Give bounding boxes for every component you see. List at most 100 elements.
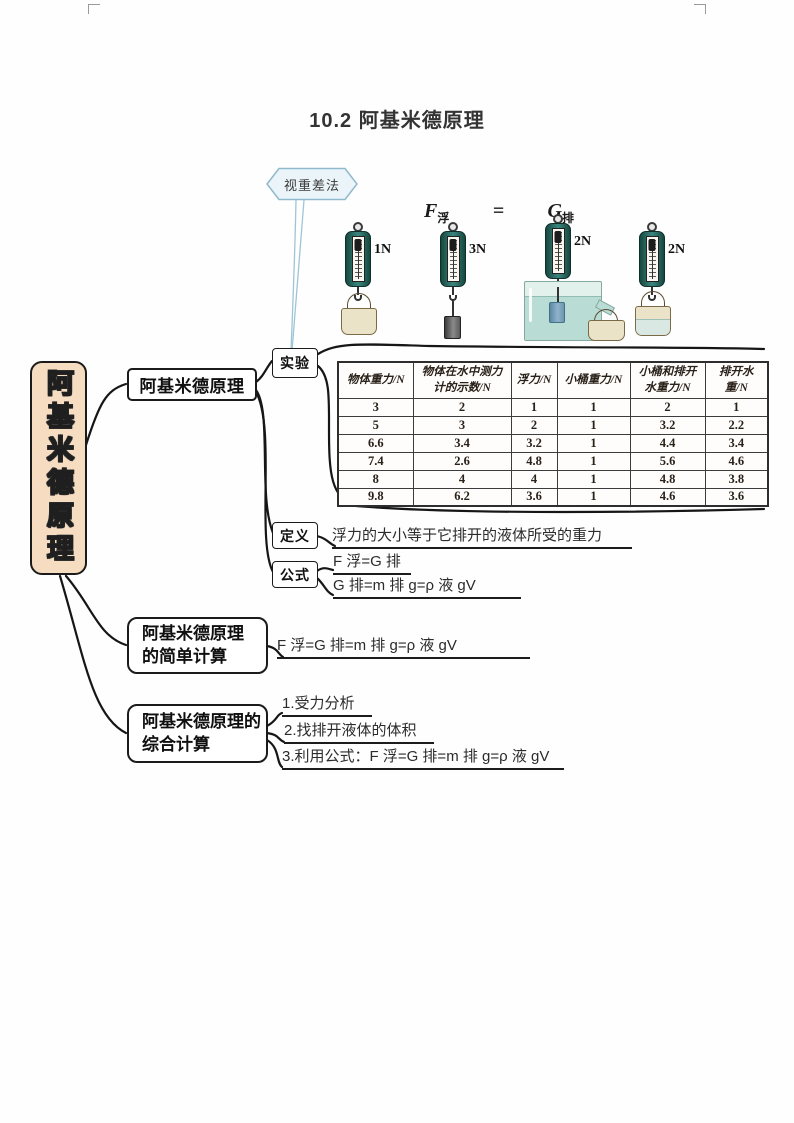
experiment-node: 实验 (272, 348, 318, 378)
experiment-data-table: 物体重力/N 物体在水中测力计的示数/N 浮力/N 小桶重力/N 小桶和排开水重… (337, 361, 769, 507)
scale-reading: 1N (374, 242, 392, 257)
node-label-line2: 综合计算 (142, 734, 210, 754)
node-label-line2: 的简单计算 (142, 646, 227, 666)
spring-scale-icon (545, 223, 571, 279)
table-cell: 2 (629, 397, 706, 417)
node-label: 阿基米德原理 (139, 377, 245, 396)
table-cell: 4.8 (629, 469, 706, 489)
column-header: 排开水重/N (704, 361, 769, 399)
definition-text: 浮力的大小等于它排开的液体所受的重力 (332, 524, 632, 549)
table-cell: 7.4 (337, 451, 414, 471)
spring-scale: 1N (344, 222, 391, 301)
bucket-handle-icon (641, 291, 665, 307)
scale-link (357, 287, 359, 295)
weight-cylinder-icon (444, 316, 461, 339)
table-cell: 3 (337, 397, 414, 417)
table-cell: 4 (412, 469, 512, 489)
table-cell: 4.4 (629, 433, 706, 453)
table-cell: 4.8 (510, 451, 558, 471)
column-header: 浮力/N (510, 361, 558, 399)
string-line (557, 287, 559, 303)
table-cell: 2 (510, 415, 558, 435)
table-cell: 2 (412, 397, 512, 417)
crop-mark-icon (88, 4, 100, 14)
scale-face (351, 236, 365, 282)
scale-reading: 2N (668, 242, 686, 257)
callout-label: 视重差法 (283, 178, 340, 193)
node-label-line1: 阿基米德原理的 (142, 712, 261, 732)
column-header: 物体在水中测力计的示数/N (412, 361, 512, 399)
table-cell: 3.2 (510, 433, 558, 453)
branch-comprehensive-node: 阿基米德原理的 综合计算 (127, 704, 268, 763)
formula-line-2: G 排=m 排 g=ρ 液 gV (333, 574, 521, 599)
spring-scale-icon (440, 231, 466, 287)
formula-node: 公式 (272, 561, 318, 588)
catch-bucket-icon (588, 320, 625, 341)
spring-scale: 3N (439, 222, 486, 301)
crop-mark-icon (694, 4, 706, 14)
scale-face (645, 236, 659, 282)
column-header: 小桶重力/N (556, 361, 631, 399)
spring-scale: 2N (638, 222, 685, 301)
table-cell: 1 (556, 451, 631, 471)
table-cell: 3.6 (704, 487, 769, 507)
node-label: 实验 (280, 355, 310, 371)
spring-scale-icon (639, 231, 665, 287)
equals-sign: = (492, 200, 505, 222)
table-cell: 6.2 (412, 487, 512, 507)
table-cell: 5.6 (629, 451, 706, 471)
table-cell: 6.6 (337, 433, 414, 453)
table-cell: 9.8 (337, 487, 414, 507)
table-cell: 1 (704, 397, 769, 417)
root-label: 阿基米德原理 (42, 368, 74, 568)
bucket-handle-icon (347, 293, 371, 309)
scale-reading: 3N (469, 242, 487, 257)
table-cell: 2.6 (412, 451, 512, 471)
table-cell: 1 (556, 469, 631, 489)
page-title: 10.2 阿基米德原理 (309, 110, 485, 132)
scale-face (446, 236, 460, 282)
table-cell: 1 (556, 487, 631, 507)
branch-simple-node: 阿基米德原理 的简单计算 (127, 617, 268, 674)
node-label: 定义 (280, 527, 310, 544)
table-cell: 1 (510, 397, 558, 417)
mindmap-root: 阿基米德原理 (30, 361, 87, 575)
node-label-line1: 阿基米德原理 (142, 624, 244, 644)
scale-face (551, 228, 565, 274)
table-cell: 4.6 (629, 487, 706, 507)
table-cell: 3.6 (510, 487, 558, 507)
table-cell: 8 (337, 469, 414, 489)
scale-link (452, 287, 454, 295)
column-header: 小桶和排开水重力/N (629, 361, 706, 399)
callout-hexagon-icon (266, 167, 358, 201)
table-cell: 4.6 (704, 451, 769, 471)
table-cell: 4 (510, 469, 558, 489)
formula-f-term: F浮 (424, 200, 450, 225)
definition-node: 定义 (272, 522, 318, 549)
bucket-water (636, 318, 670, 335)
water-bucket-icon (635, 306, 671, 336)
table-cell: 1 (556, 433, 631, 453)
callout-method: 视重差法 (266, 167, 358, 201)
scale-pointer-icon (354, 239, 362, 251)
scale-pointer-icon (554, 231, 562, 243)
scale-pointer-icon (449, 239, 457, 251)
spring-scale-icon (345, 231, 371, 287)
table-cell: 3.8 (704, 469, 769, 489)
table-cell: 3.4 (412, 433, 512, 453)
scale-reading: 2N (574, 234, 592, 249)
table-cell: 3.4 (704, 433, 769, 453)
table-header-row: 物体重力/N 物体在水中测力计的示数/N 浮力/N 小桶重力/N 小桶和排开水重… (337, 361, 769, 399)
step-item-2: 2.找排开液体的体积 (284, 719, 434, 744)
formula-line-1: F 浮=G 排 (333, 550, 411, 575)
table-cell: 1 (556, 397, 631, 417)
step-item-3: 3.利用公式：F 浮=G 排=m 排 g=ρ 液 gV (282, 745, 564, 770)
step-item-1: 1.受力分析 (282, 692, 372, 717)
string-line (452, 300, 454, 316)
table-cell: 5 (337, 415, 414, 435)
